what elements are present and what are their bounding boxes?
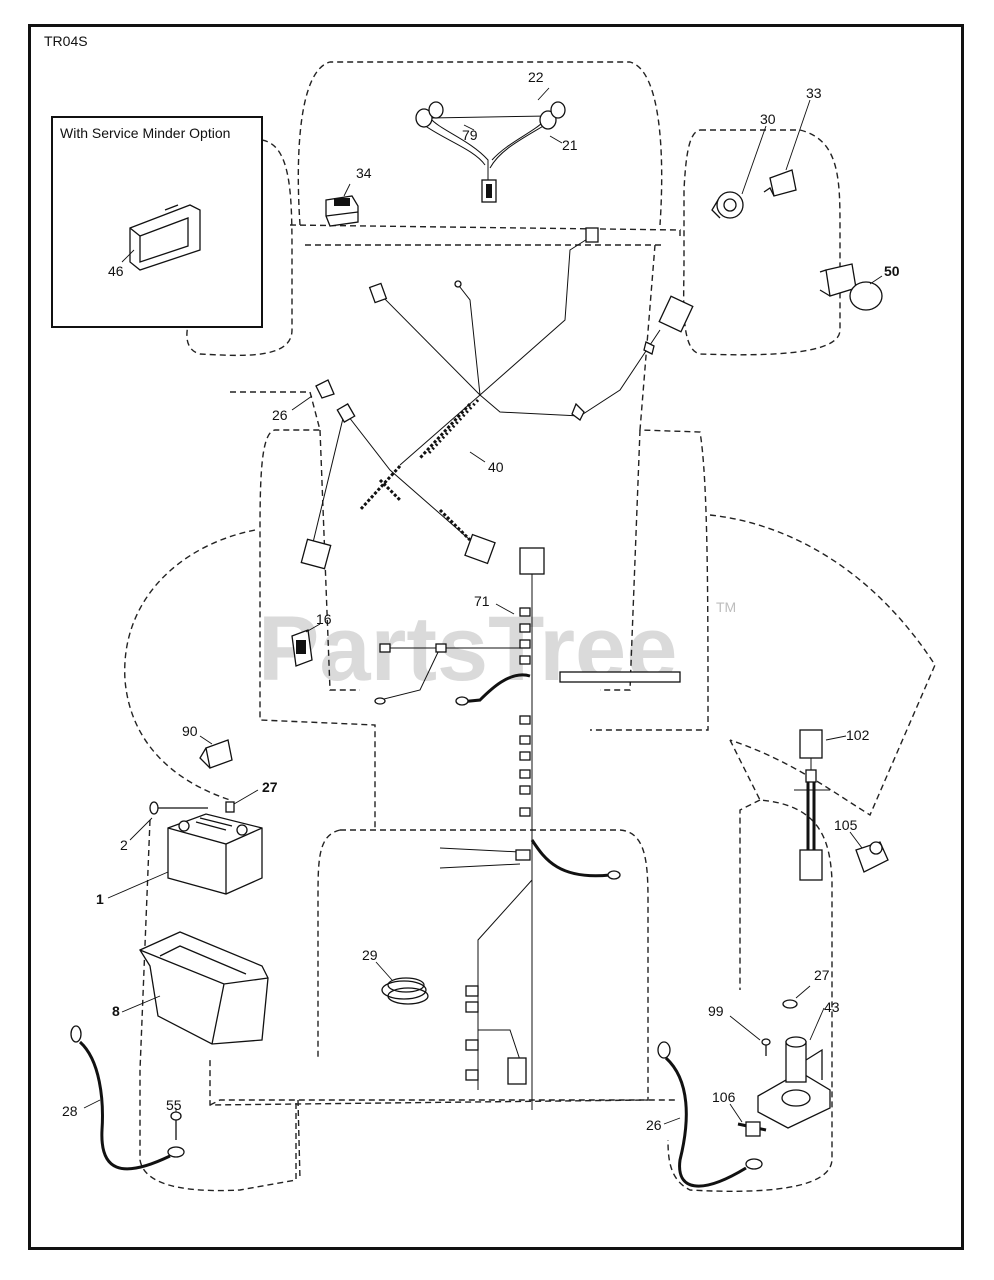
callout-79: 79	[462, 127, 478, 143]
part-105	[849, 831, 889, 873]
callout-28: 28	[62, 1103, 78, 1119]
callout-27a: 27	[262, 779, 278, 795]
screw-99	[729, 1015, 771, 1056]
switch-34	[325, 183, 359, 227]
part-106	[729, 1103, 767, 1137]
ignition-switch-30	[711, 125, 767, 219]
service-minder-inset: With Service Minder Option	[51, 116, 263, 328]
callout-102: 102	[846, 727, 870, 743]
service-minder-part	[129, 204, 201, 271]
callout-99: 99	[708, 1003, 724, 1019]
pto-switch-50	[819, 263, 883, 311]
battery-cable-28	[70, 1025, 185, 1171]
harness-71	[374, 547, 681, 1110]
callout-34: 34	[356, 165, 372, 181]
tractor-outline	[124, 61, 936, 1192]
callout-labels: 22 79 21 34 30 33 50 46 26 40 71 16 90 2…	[62, 69, 900, 1133]
battery-bolt-2	[129, 801, 208, 841]
battery-cable-26	[657, 1041, 763, 1188]
harness-71-terminals	[374, 607, 621, 1081]
nut-27a	[225, 789, 259, 813]
watermark: PartsTree	[258, 598, 677, 700]
callout-106: 106	[712, 1089, 736, 1105]
watermark-tm: TM	[716, 599, 736, 615]
callout-40: 40	[488, 459, 504, 475]
callout-21: 21	[562, 137, 578, 153]
callout-1: 1	[96, 891, 104, 907]
callout-105: 105	[834, 817, 858, 833]
callout-71: 71	[474, 593, 490, 609]
callout-33: 33	[806, 85, 822, 101]
diagram-code: TR04S	[44, 33, 88, 49]
callout-16: 16	[316, 611, 332, 627]
inset-title: With Service Minder Option	[60, 125, 230, 141]
callout-46: 46	[108, 263, 124, 279]
part-90	[199, 735, 233, 769]
bolt-55	[170, 1108, 182, 1140]
callout-50: 50	[884, 263, 900, 279]
plug-33	[763, 99, 811, 197]
battery-1	[107, 813, 263, 899]
callout-55: 55	[166, 1097, 182, 1113]
callout-26a: 26	[272, 407, 288, 423]
diagram-frame	[28, 24, 964, 1250]
relay-16	[291, 623, 321, 667]
headlight-harness	[415, 87, 566, 203]
callout-29: 29	[362, 947, 378, 963]
fuse-26	[291, 379, 335, 411]
main-harness-40	[300, 227, 694, 570]
callout-30: 30	[760, 111, 776, 127]
callout-2: 2	[120, 837, 128, 853]
callout-22: 22	[528, 69, 544, 85]
nut-27b	[782, 985, 811, 1009]
callout-26b: 26	[646, 1117, 662, 1133]
callout-27b: 27	[814, 967, 830, 983]
wire-bundle-29	[375, 961, 429, 1005]
battery-tray-8	[121, 931, 269, 1045]
callout-43: 43	[824, 999, 840, 1015]
callout-8: 8	[112, 1003, 120, 1019]
harness-102	[794, 729, 847, 881]
callout-90: 90	[182, 723, 198, 739]
solenoid-43	[757, 1007, 831, 1129]
